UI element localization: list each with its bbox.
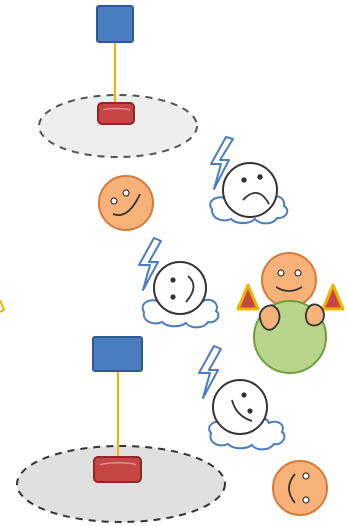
orange-face-bottom xyxy=(273,461,327,515)
pendulum-base-icon xyxy=(94,457,141,482)
orange-face-top xyxy=(99,176,153,230)
ball-holder-group xyxy=(238,253,343,373)
happy-face-icon xyxy=(99,176,153,230)
pendulum-block-icon xyxy=(97,6,133,42)
sad-face-icon xyxy=(213,380,267,434)
bottom-pendulum xyxy=(17,337,225,522)
pendulum-block-icon xyxy=(93,337,142,371)
happy-face-icon xyxy=(273,461,327,515)
top-pendulum xyxy=(39,6,197,157)
right-hand xyxy=(306,304,324,325)
warning-triangle-icon xyxy=(323,285,343,309)
sad-face-icon xyxy=(154,262,206,314)
happy-face-icon xyxy=(262,253,316,307)
sad-face-cloud-middle xyxy=(139,238,218,327)
left-hand xyxy=(260,305,280,329)
sad-face-cloud-top xyxy=(210,137,287,223)
left-edge-fragment xyxy=(0,300,4,312)
pendulum-base-icon xyxy=(98,103,134,124)
sad-face-icon xyxy=(223,163,277,217)
warning-triangle-icon xyxy=(238,285,258,309)
